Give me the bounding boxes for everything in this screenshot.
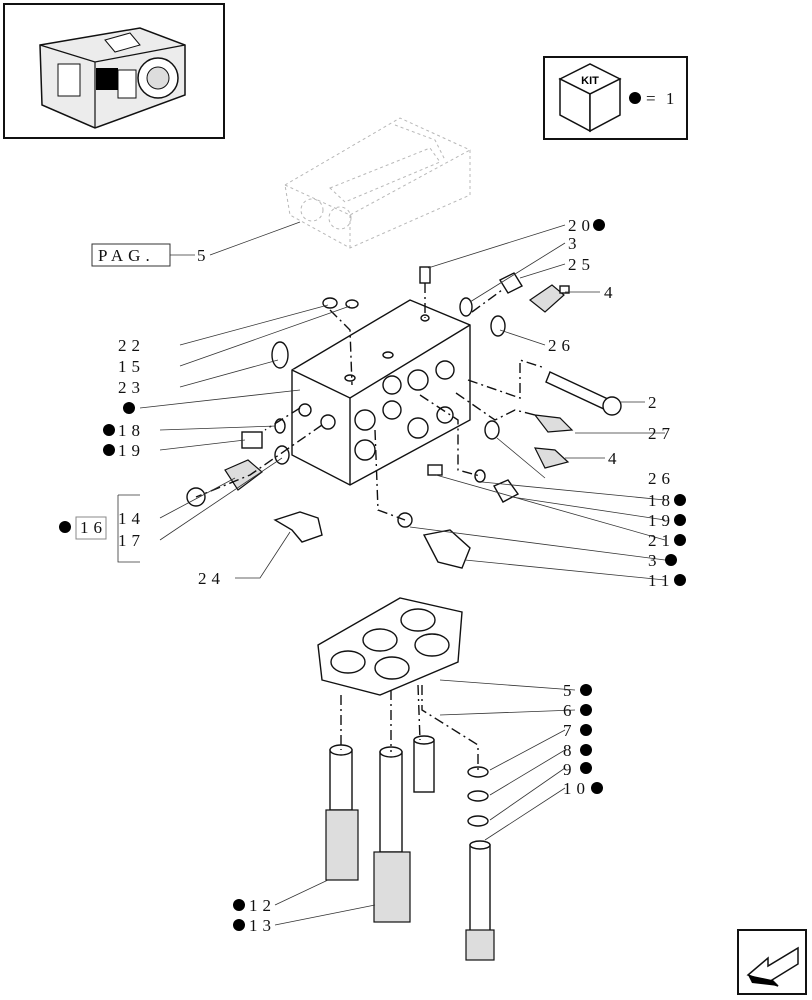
kit-bullet-icon bbox=[103, 444, 115, 456]
callout-6: 6 bbox=[563, 701, 577, 720]
callout-12: 12 bbox=[249, 896, 276, 915]
kit-cube-icon bbox=[558, 63, 622, 133]
callout-10: 10 bbox=[563, 779, 590, 798]
page-reference[interactable]: PAG. 5 bbox=[91, 221, 301, 267]
callout-27: 27 bbox=[648, 424, 675, 443]
kit-bullet-icon bbox=[580, 704, 592, 716]
callout-16: 16 bbox=[80, 518, 107, 537]
callout-11: 11 bbox=[648, 571, 674, 590]
kit-equation: = 1 bbox=[646, 89, 677, 108]
arrow-left-icon bbox=[746, 946, 799, 987]
kit-bullet-icon bbox=[674, 534, 686, 546]
assembly-lines bbox=[195, 283, 546, 772]
kit-bullet-icon bbox=[629, 92, 641, 104]
callout-15: 15 bbox=[118, 357, 145, 376]
callout-19b: 19 bbox=[648, 511, 675, 530]
kit-bullet-icon bbox=[665, 554, 677, 566]
callout-14: 14 bbox=[118, 509, 145, 528]
callout-2: 2 bbox=[648, 393, 662, 412]
callout-3a: 3 bbox=[568, 234, 582, 253]
callout-17: 17 bbox=[118, 531, 145, 550]
highlight-marker bbox=[96, 68, 118, 90]
callout-8: 8 bbox=[563, 741, 577, 760]
kit-bullet-icon bbox=[580, 762, 592, 774]
callout-13: 13 bbox=[249, 916, 276, 935]
page-ref-box-text: PAG. bbox=[98, 246, 155, 265]
kit-bullet-icon bbox=[674, 574, 686, 586]
callout-labels: 20 3 25 4 26 22 15 23 2 18 19 27 4 26 18… bbox=[59, 216, 686, 935]
kit-bullet-icon bbox=[674, 494, 686, 506]
kit-bullet-icon bbox=[580, 724, 592, 736]
callout-26a: 26 bbox=[548, 336, 575, 355]
callout-18b: 18 bbox=[648, 491, 675, 510]
kit-icon-text: KIT bbox=[581, 75, 599, 87]
kit-bullet-icon bbox=[593, 219, 605, 231]
callout-4b: 4 bbox=[608, 449, 622, 468]
kit-legend: KIT = 1 bbox=[543, 56, 688, 140]
page-ref-number: 5 bbox=[197, 246, 211, 265]
kit-bullet-icon bbox=[123, 402, 135, 414]
kit-bullet-icon bbox=[233, 919, 245, 931]
callout-9: 9 bbox=[563, 760, 577, 779]
callout-24: 24 bbox=[198, 569, 225, 588]
callout-26b: 26 bbox=[648, 469, 675, 488]
next-page-button[interactable] bbox=[737, 929, 807, 995]
kit-bullet-icon bbox=[674, 514, 686, 526]
callout-7: 7 bbox=[563, 721, 577, 740]
callout-5: 5 bbox=[563, 681, 577, 700]
callout-25: 25 bbox=[568, 255, 595, 274]
mounting-flange bbox=[317, 597, 463, 696]
spools bbox=[325, 735, 495, 961]
kit-bullet-icon bbox=[580, 744, 592, 756]
valve-body bbox=[291, 299, 471, 486]
callout-19a: 19 bbox=[118, 441, 145, 460]
callout-4a: 4 bbox=[604, 283, 618, 302]
gearbox-housing-icon bbox=[39, 27, 186, 129]
callout-23: 23 bbox=[118, 378, 145, 397]
callout-21: 21 bbox=[648, 531, 675, 550]
callout-20: 20 bbox=[568, 216, 595, 235]
leader-lines bbox=[117, 224, 666, 926]
kit-bullet-icon bbox=[591, 782, 603, 794]
kit-bullet-icon bbox=[233, 899, 245, 911]
kit-bullet-icon bbox=[103, 424, 115, 436]
callout-18a: 18 bbox=[118, 421, 145, 440]
reference-assembly-ghost bbox=[284, 117, 471, 249]
kit-bullet-icon bbox=[580, 684, 592, 696]
locator-thumbnail[interactable] bbox=[3, 3, 225, 139]
kit-bullet-icon bbox=[59, 521, 71, 533]
callout-22: 22 bbox=[118, 336, 145, 355]
callout-3b: 3 bbox=[648, 551, 662, 570]
